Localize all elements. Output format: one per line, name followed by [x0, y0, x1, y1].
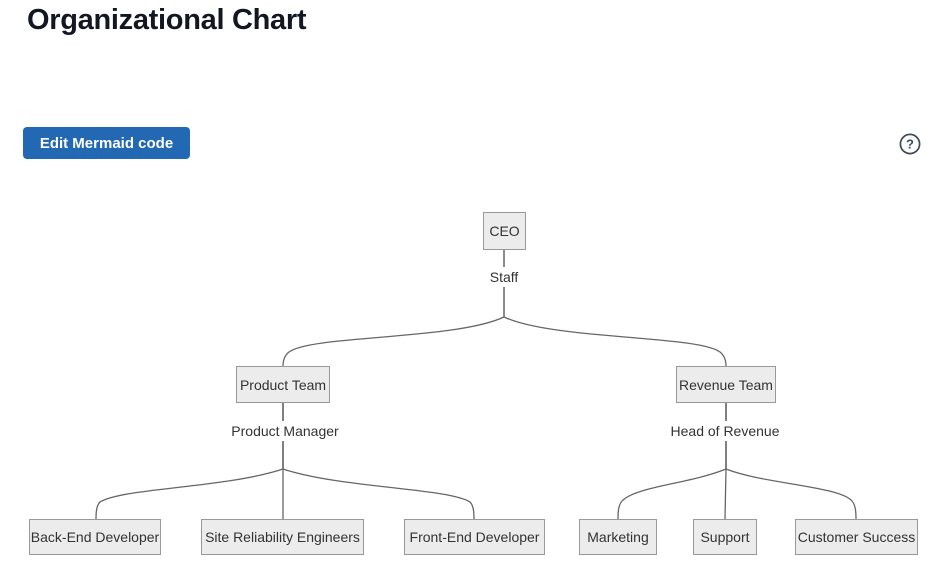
edge-ceo-revenue-team	[503, 250, 727, 367]
edge-label-product-manager: Product Manager	[227, 421, 343, 441]
node-ceo: CEO	[483, 212, 526, 250]
node-front-end-developer: Front-End Developer	[404, 519, 545, 555]
page-title: Organizational Chart	[27, 4, 307, 36]
edge-revenue-customer-success	[725, 403, 857, 520]
edge-ceo-product-team	[282, 250, 505, 367]
help-circle-icon: ?	[899, 133, 921, 155]
edge-revenue-marketing	[617, 403, 727, 520]
edit-mermaid-code-button[interactable]: Edit Mermaid code	[23, 127, 190, 159]
node-marketing: Marketing	[579, 519, 657, 555]
node-back-end-developer: Back-End Developer	[29, 519, 161, 555]
help-icon[interactable]: ?	[897, 131, 923, 157]
node-site-reliability-engineers: Site Reliability Engineers	[201, 519, 364, 555]
edge-label-staff: Staff	[485, 267, 523, 287]
edge-label-head-of-revenue: Head of Revenue	[666, 421, 784, 441]
node-support: Support	[693, 519, 757, 555]
node-product-team: Product Team	[236, 366, 330, 403]
node-revenue-team: Revenue Team	[676, 366, 776, 403]
node-customer-success: Customer Success	[795, 519, 918, 555]
edge-product-backend	[95, 403, 284, 520]
help-glyph: ?	[906, 137, 914, 152]
edge-product-frontend	[282, 403, 475, 520]
